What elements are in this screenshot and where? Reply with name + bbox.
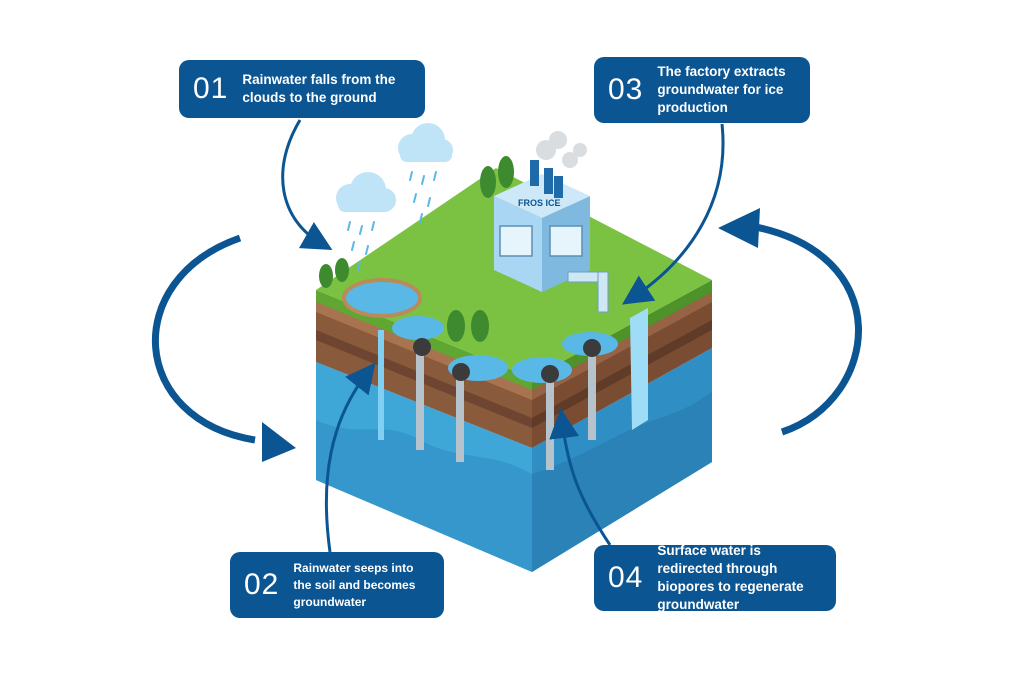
arrow-02 [324,362,376,553]
step-text: Rainwater falls from the clouds to the g… [242,72,396,105]
seepage-stream [378,330,384,440]
waterfall [630,308,648,430]
step-text: Surface water is redirected through biop… [657,543,804,612]
step-number: 02 [244,568,280,601]
smoke [536,131,587,168]
rain-clouds [336,123,453,271]
factory-sign: FROS ICE [518,198,561,208]
trees [319,156,514,342]
callout-step-1: 01 Rainwater falls from the clouds to th… [179,60,425,118]
arrow-04 [549,408,612,546]
factory: FROS ICE [494,160,609,313]
callout-step-3: 03 The factory extracts groundwater for … [594,57,810,123]
step-text: The factory extracts groundwater for ice… [657,64,786,115]
cycle-arrow-left [152,234,296,462]
callout-step-4: 04 Surface water is redirected through b… [594,543,836,612]
ponds [342,278,618,383]
callout-step-2: 02 Rainwater seeps into the soil and bec… [230,552,444,618]
step-number: 04 [608,561,644,594]
step-text: Rainwater seeps into the soil and become… [293,560,416,609]
step-number: 01 [193,72,229,105]
cycle-arrow-right [718,208,862,436]
arrow-03 [621,123,725,305]
arrow-01 [281,119,333,250]
step-number: 03 [608,73,644,106]
